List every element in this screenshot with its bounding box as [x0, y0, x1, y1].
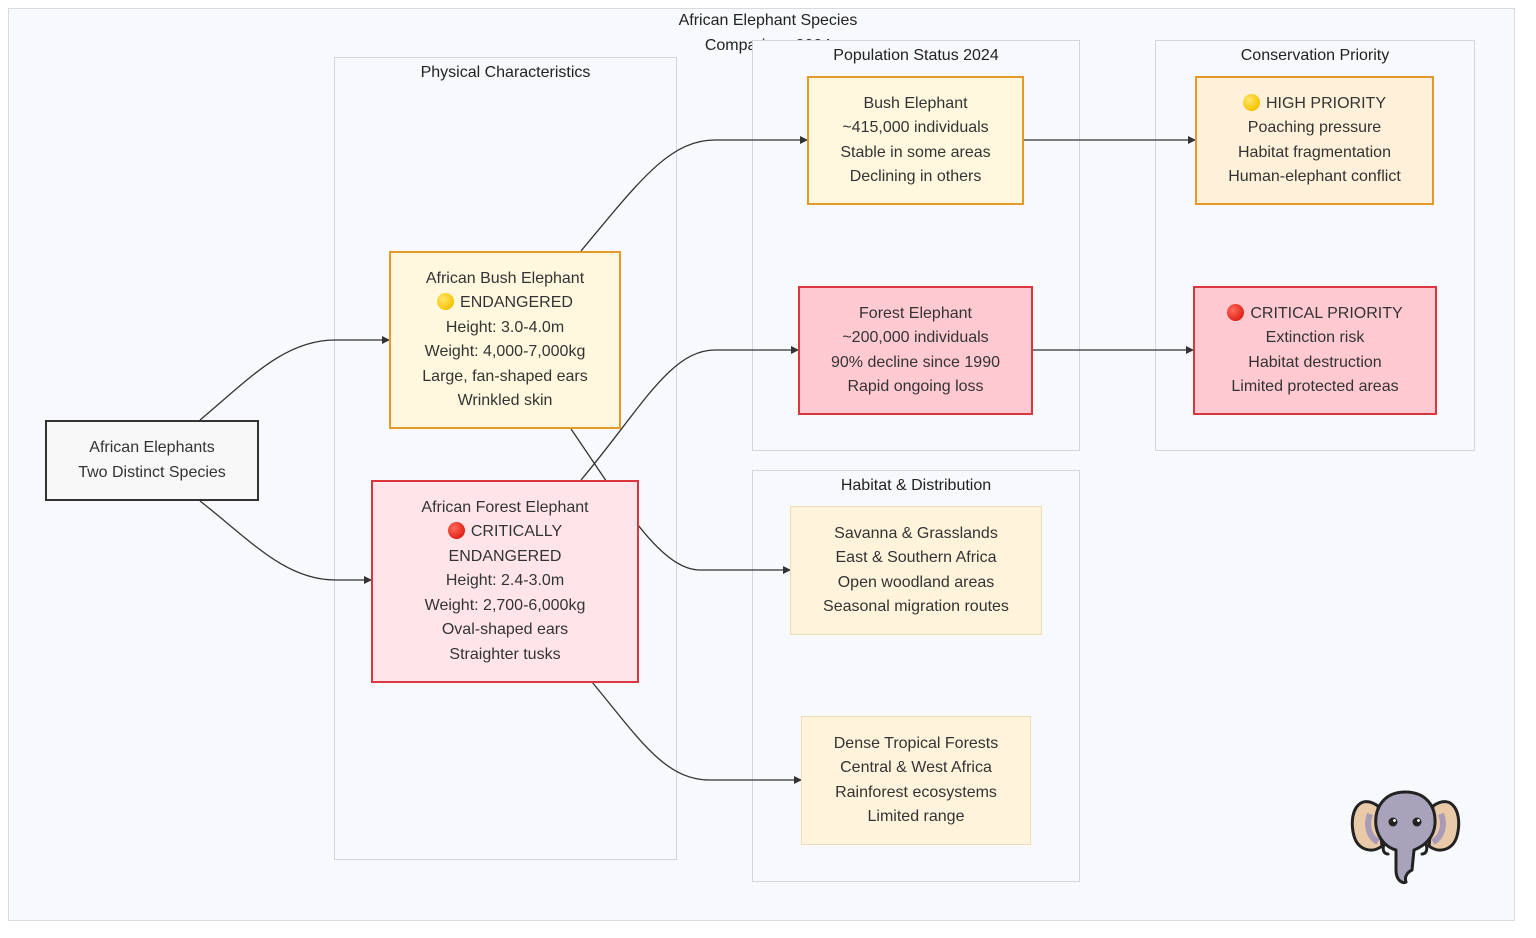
edge-forest-to-forest-habitat	[591, 681, 802, 784]
forest-tusks: Straighter tusks	[449, 645, 561, 663]
forest-ears: Oval-shaped ears	[441, 621, 569, 639]
red-circle-icon	[1227, 303, 1245, 321]
yellow-circle-icon	[1242, 93, 1260, 111]
red-circle-icon	[447, 522, 465, 540]
bush-ears: Large, fan-shaped ears	[422, 367, 588, 385]
forest-habitat-line: Central & West Africa	[840, 759, 992, 776]
forest-species-name: African Forest Elephant	[421, 498, 589, 516]
forest-population-node: Forest Elephant ~200,000 individuals 90%…	[798, 286, 1033, 415]
bush-height: Height: 3.0-4.0m	[445, 318, 565, 336]
critical-priority-node: CRITICAL PRIORITY Extinction risk Habita…	[1193, 286, 1437, 415]
edge-root-to-bush	[199, 336, 390, 421]
forest-habitat-line: Dense Tropical Forests	[833, 734, 999, 752]
bush-status: ENDANGERED	[437, 291, 573, 316]
critical-priority-text: CRITICAL PRIORITY	[1250, 304, 1403, 322]
high-priority-line: Human-elephant conflict	[1228, 168, 1401, 185]
bush-species-node: African Bush Elephant ENDANGERED Height:…	[389, 251, 621, 429]
edge-root-to-forest	[199, 500, 372, 584]
cluster-physical-characteristics: Physical Characteristics	[334, 57, 677, 860]
forest-population-line: ~200,000 individuals	[842, 329, 989, 346]
forest-habitat-line: Limited range	[867, 808, 965, 825]
forest-weight: Weight: 2,700-6,000kg	[424, 596, 586, 614]
bush-population-line: Bush Elephant	[863, 94, 968, 112]
bush-population-line: Stable in some areas	[840, 143, 991, 161]
forest-species-node: African Forest Elephant CRITICALLY ENDAN…	[371, 480, 639, 683]
cluster-title: Conservation Priority	[1240, 47, 1390, 64]
forest-population-line: Rapid ongoing loss	[847, 378, 984, 395]
savanna-habitat-line: Open woodland areas	[837, 573, 995, 591]
savanna-habitat-line: Savanna & Grasslands	[834, 524, 998, 542]
edge-bush-to-bush-population	[580, 136, 808, 252]
forest-height: Height: 2.4-3.0m	[445, 572, 565, 590]
edge-forest-to-forest-population	[580, 346, 799, 481]
forest-status-label-1: CRITICALLY	[470, 523, 563, 541]
root-node: African Elephants Two Distinct Species	[45, 420, 259, 501]
cluster-population-status-overlay: Population Status 2024	[752, 40, 1080, 70]
forest-population-line: 90% decline since 1990	[830, 353, 1000, 371]
forest-status-label-2: ENDANGERED	[448, 547, 562, 565]
high-priority-line: Poaching pressure	[1247, 119, 1382, 136]
bush-weight: Weight: 4,000-7,000kg	[424, 343, 586, 360]
bush-population-node: Bush Elephant ~415,000 individuals Stabl…	[807, 76, 1024, 205]
diagram-title-line1: African Elephant Species	[678, 12, 858, 29]
bush-status-label: ENDANGERED	[460, 294, 573, 311]
yellow-circle-icon	[437, 293, 455, 310]
root-line2: Two Distinct Species	[78, 463, 226, 481]
cluster-title: Population Status 2024	[833, 47, 999, 64]
critical-priority-line: Limited protected areas	[1231, 378, 1399, 395]
forest-habitat-node: Dense Tropical Forests Central & West Af…	[801, 716, 1031, 845]
savanna-habitat-line: East & Southern Africa	[835, 549, 997, 566]
high-priority-node: HIGH PRIORITY Poaching pressure Habitat …	[1195, 76, 1434, 205]
forest-status: CRITICALLY	[447, 520, 563, 545]
root-line1: African Elephants	[89, 439, 215, 456]
cluster-title: Physical Characteristics	[420, 64, 591, 81]
critical-priority-label: CRITICAL PRIORITY	[1227, 302, 1403, 327]
savanna-habitat-line: Seasonal migration routes	[823, 598, 1009, 615]
high-priority-line: Habitat fragmentation	[1238, 143, 1391, 161]
edge-bush-to-savanna-habitat	[570, 428, 791, 574]
high-priority-text: HIGH PRIORITY	[1265, 94, 1386, 112]
bush-population-line: Declining in others	[849, 168, 982, 185]
elephant-mascot-icon	[1350, 790, 1461, 884]
bush-skin: Wrinkled skin	[457, 392, 553, 409]
forest-population-line: Forest Elephant	[859, 304, 972, 322]
bush-population-line: ~415,000 individuals	[842, 119, 989, 136]
cluster-title: Habitat & Distribution	[840, 477, 992, 494]
critical-priority-line: Extinction risk	[1265, 329, 1365, 346]
savanna-habitat-node: Savanna & Grasslands East & Southern Afr…	[790, 506, 1042, 635]
critical-priority-line: Habitat destruction	[1248, 353, 1382, 371]
forest-habitat-line: Rainforest ecosystems	[835, 783, 997, 801]
high-priority-label: HIGH PRIORITY	[1242, 92, 1386, 117]
bush-species-name: African Bush Elephant	[425, 269, 585, 287]
